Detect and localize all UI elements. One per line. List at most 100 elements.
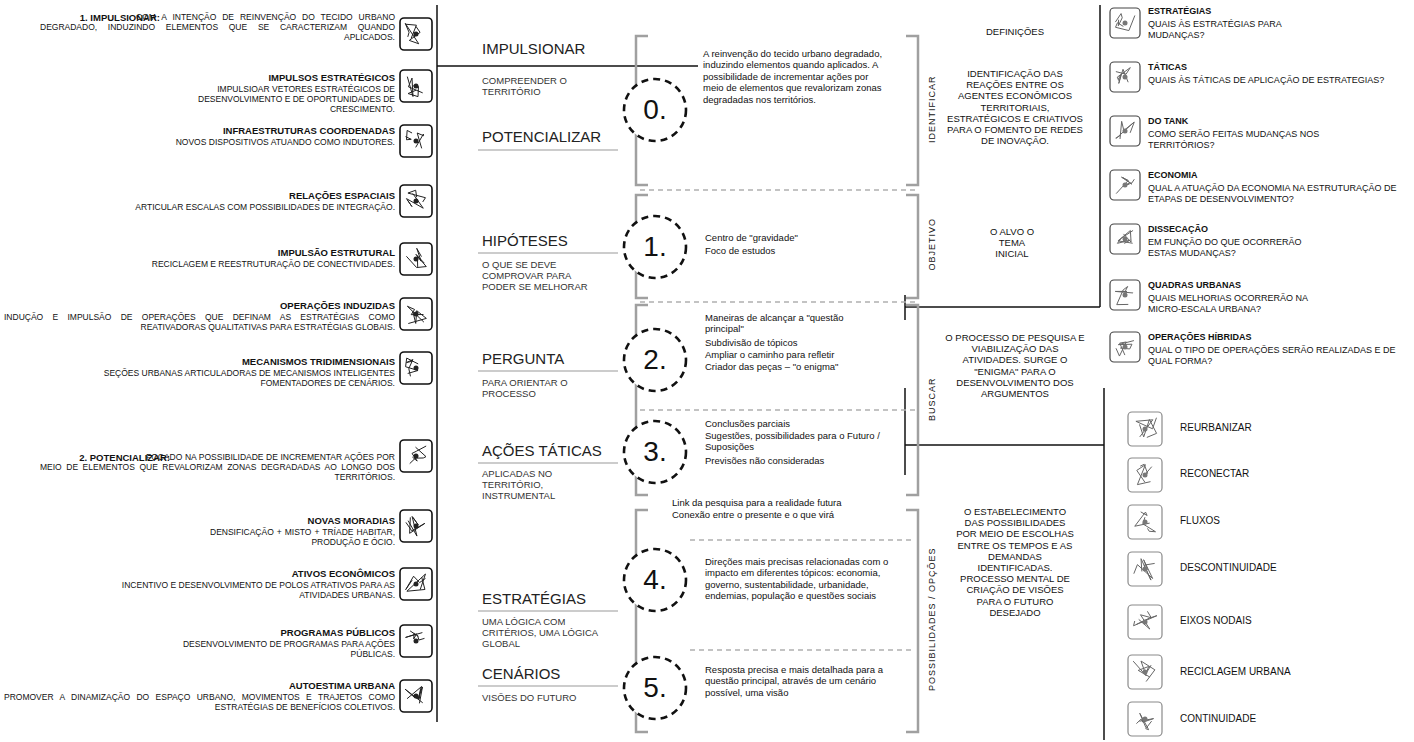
phase-subtitle: PARA ORIENTAR O PROCESSO [482,377,597,399]
item-description: COM A INTENÇÃO DE REINVENÇÃO DO TECIDO U… [40,12,395,42]
callout-number: 5. [622,655,688,721]
item-heading: MECANISMOS TRIDIMENSIONAIS [100,356,395,367]
question-text: QUAIS ÀS ESTRATÉGIAS PARA MUDANÇAS? [1148,19,1298,40]
question-heading: TÁTICAS [1148,62,1398,73]
phase-subtitle: O QUE SE DEVE COMPROVAR PARA PODER SE ME… [482,259,607,293]
question-text: QUAL A ATUAÇÃO DA ECONOMIA NA ESTRUTURAÇ… [1148,183,1398,204]
definition-text: O PROCESSO DE PESQUISA E VIABILIZAÇÃO DA… [945,332,1085,399]
item-heading: RELAÇÕES ESPACIAIS [100,190,395,201]
item-description: PROMOVER A DINAMIZAÇÃO DO ESPAÇO URBANO,… [4,692,395,712]
phase-circle: 1. [622,214,688,280]
icon-symbol [400,625,432,657]
callout-number: 0. [622,77,688,143]
phase-circle: 5. [622,655,688,721]
icon-symbol [1110,62,1140,92]
icon-caption: DESCONTINUIDADE [1180,562,1380,574]
phase-title: ESTRATÉGIAS [482,590,622,608]
section-label: IDENTIFICAR [927,49,938,169]
phase-title: CENÁRIOS [482,665,622,683]
icon-caption: EIXOS NODAIS [1180,615,1380,627]
item-description: FOCADO NA POSSIBILIDADE DE INCREMENTAR A… [40,452,395,482]
icon-symbol [400,352,432,384]
phase-description: A reinvenção do tecido urbano degradado,… [703,48,883,105]
icon-group [400,8,1162,736]
icon-symbol [1128,505,1162,539]
icon-symbol [1110,8,1140,38]
question-heading: DO TANK [1148,116,1398,127]
icon-symbol [1110,280,1140,310]
phase-description: Maneiras de alcançar a "questão principa… [705,312,880,335]
callout-number: 4. [622,547,688,613]
phase-description: Resposta precisa e mais detalhada para a… [705,664,900,698]
item-description: IMPULSIOAR VETORES ESTRATÉGICOS DE DESEN… [140,84,395,114]
leader-lines [437,5,1104,740]
definition-text: O ESTABELECIMENTO DAS POSSIBILIDADES POR… [955,506,1075,618]
section-label: OBJETIVO [927,199,938,289]
section-label: BUSCAR [927,359,938,439]
phase-subtitle: VISÕES DO FUTURO [482,692,607,703]
item-heading: AUTOESTIMA URBANA [100,680,395,691]
icon-symbol [1128,412,1162,446]
phase-description: Ampliar o caminho para refletir [705,349,885,360]
question-text: COMO SERÃO FEITAS MUDANÇAS NOS TERRITÓRI… [1148,129,1328,150]
question-heading: ESTRATÉGIAS [1148,6,1398,17]
question-text: EM FUNÇÃO DO QUE OCORRERÃO ESTAS MUDANÇA… [1148,237,1328,258]
phase-subtitle: APLICADAS NO TERRITÓRIO, INSTRUMENTAL [482,468,597,502]
definition-text: DEFINIÇÕES [945,26,1085,37]
icon-symbol [1128,552,1162,586]
item-description: NOVOS DISPOSITIVOS ATUANDO COMO INDUTORE… [160,137,395,147]
item-heading: INFRAESTRUTURAS COORDENADAS [100,125,395,136]
phase-subtitle: UMA LÓGICA COM CRITÉRIOS, UMA LÓGICA GLO… [482,616,612,650]
item-heading: ATIVOS ECONÔMICOS [100,568,395,579]
question-heading: QUADRAS URBANAS [1148,280,1398,291]
item-description: DENSIFICAÇÃO + MISTO + TRÍADE HABITAR, P… [210,527,395,547]
item-description: ARTICULAR ESCALAS COM POSSIBILIDADES DE … [130,202,395,212]
item-description: INDUÇÃO E IMPULSÃO DE OPERAÇÕES QUE DEFI… [4,312,395,332]
phase-description: Direções mais precisas relacionadas com … [705,556,900,602]
callout-number: 2. [622,327,688,393]
phase-description: Foco de estudos [705,245,885,256]
question-text: QUAIS MELHORIAS OCORRERÃO NA MICRO-ESCAL… [1148,293,1343,314]
item-description: DESENVOLVIMENTO DE PROGRAMAS PARA AÇÕES … [170,639,395,659]
question-heading: DISSECAÇÃO [1148,224,1398,235]
icon-symbol [400,680,432,712]
callout-number: 3. [622,419,688,485]
phase-subtitle: COMPREENDER O TERRITÓRIO [482,75,607,97]
question-text: QUAL O TIPO DE OPERAÇÕES SERÃO REALIZADA… [1148,345,1398,366]
icon-symbol [1110,116,1140,146]
icon-symbol [1128,702,1162,736]
phase-circle: 4. [622,547,688,613]
section-label: POSSIBILIDADES / OPÇÕES [927,524,938,714]
phase-title: HIPÓTESES [482,232,622,250]
icon-caption: REURBANIZAR [1180,422,1380,434]
icon-symbol [1128,605,1162,639]
definition-text: O ALVO O TEMA INICIAL [988,226,1036,260]
phase-description: Sugestões, possibilidades para o Futuro … [705,430,885,453]
phase-circle: 2. [622,327,688,393]
question-text: QUAIS ÀS TÁTICAS DE APLICAÇÃO DE ESTRATE… [1148,75,1403,86]
phase-description: Centro de "gravidade" [705,232,885,243]
phase-title: AÇÕES TÁTICAS [482,442,622,460]
phase-title: IMPULSIONAR [482,40,622,58]
item-heading: IMPULSÃO ESTRUTURAL [100,247,395,258]
question-heading: OPERAÇÕES HÍBRIDAS [1148,332,1398,343]
item-description: RECICLAGEM E REESTRUTURAÇÃO DE CONECTIVI… [150,259,395,269]
icon-symbol [400,243,432,275]
item-description: SEÇÕES URBANAS ARTICULADORAS DE MECANISM… [60,368,395,388]
phase-circle: 3. [622,419,688,485]
phase-description: Subdivisão de tópicos [705,337,885,348]
item-heading: OPERAÇÕES INDUZIDAS [100,300,395,311]
panel-brackets [636,36,918,732]
phase-description: Previsões não consideradas [705,455,885,466]
icon-symbol [1110,224,1140,254]
item-description: INCENTIVO E DESENVOLVIMENTO DE POLOS ATR… [80,580,395,600]
icon-symbol [400,185,432,217]
icon-symbol [400,440,432,472]
definition-text: IDENTIFICAÇÃO DAS REAÇÕES ENTRE OS AGENT… [945,68,1085,146]
icon-symbol [400,298,432,330]
phase-description: Conexão entre o presente e o que virá [672,509,892,520]
icon-symbol [1128,458,1162,492]
question-heading: ECONOMIA [1148,170,1398,181]
callout-number: 1. [622,214,688,280]
phase-description: Link da pesquisa para a realidade futura [672,497,892,508]
